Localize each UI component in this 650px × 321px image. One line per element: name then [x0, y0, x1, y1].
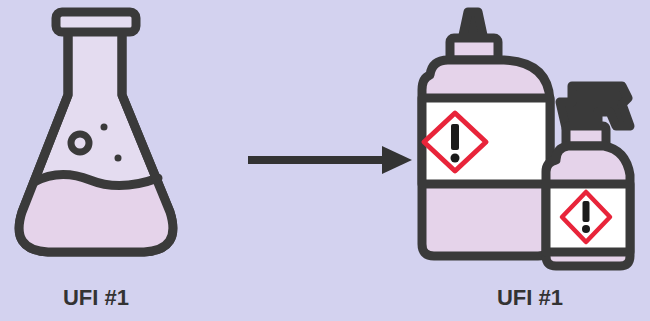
identifier-label: UFI #1: [412, 285, 648, 311]
bottle-icon: [422, 12, 550, 256]
identifier-label: UFI #1: [0, 285, 192, 311]
flow-arrow: [248, 146, 412, 174]
flask-icon: [19, 12, 173, 252]
icon-group: UFI #1: [0, 0, 248, 321]
spray-bottle-icon: [546, 86, 630, 266]
icon-group: UFI #1: [412, 0, 648, 321]
